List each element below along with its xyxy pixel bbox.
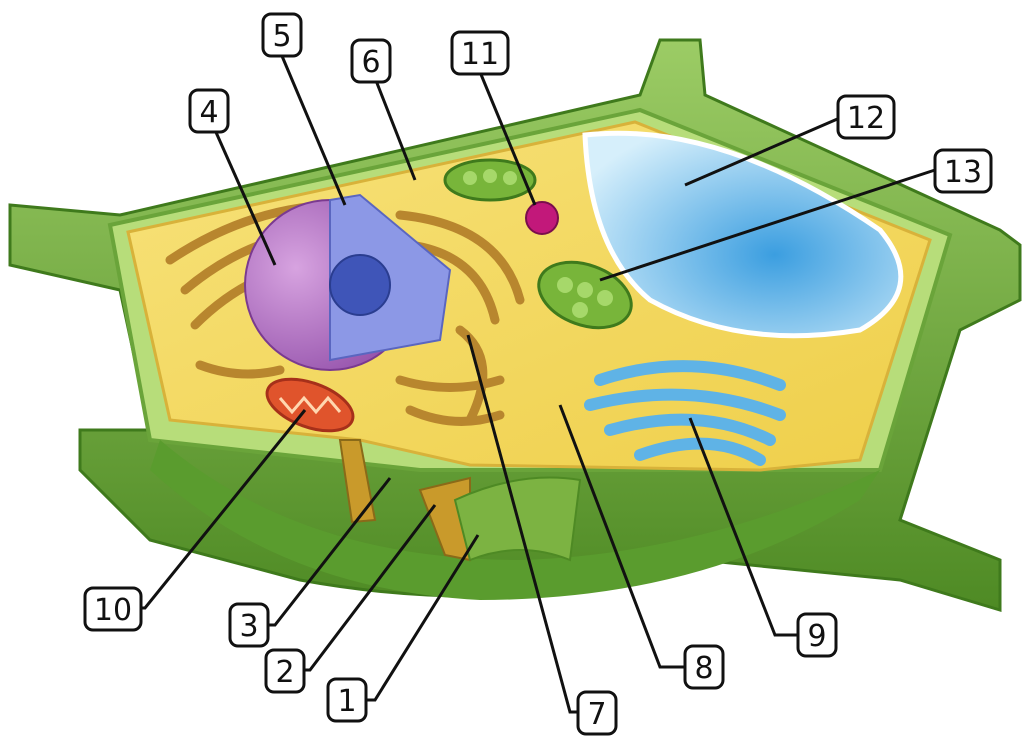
label-4: 4 [190, 90, 228, 132]
label-5: 5 [263, 14, 301, 56]
svg-text:8: 8 [694, 651, 713, 686]
chloroplast-top [445, 160, 535, 200]
svg-text:1: 1 [337, 684, 356, 719]
vesicle [526, 202, 558, 234]
svg-text:5: 5 [272, 19, 291, 54]
label-1: 1 [328, 679, 366, 721]
svg-text:2: 2 [275, 655, 294, 690]
label-6: 6 [352, 40, 390, 82]
label-8: 8 [685, 646, 723, 688]
label-12: 12 [838, 96, 894, 138]
svg-text:6: 6 [361, 45, 380, 80]
label-10: 10 [85, 588, 141, 630]
label-7: 7 [578, 692, 616, 734]
label-3: 3 [230, 604, 268, 646]
svg-text:3: 3 [239, 609, 258, 644]
svg-text:12: 12 [847, 101, 885, 136]
svg-text:4: 4 [199, 95, 218, 130]
label-9: 9 [798, 614, 836, 656]
svg-text:11: 11 [461, 37, 499, 72]
label-11: 11 [452, 32, 508, 74]
svg-text:7: 7 [587, 697, 606, 732]
svg-text:13: 13 [944, 155, 982, 190]
svg-text:10: 10 [94, 593, 132, 628]
label-13: 13 [935, 150, 991, 192]
svg-text:9: 9 [807, 619, 826, 654]
label-2: 2 [266, 650, 304, 692]
